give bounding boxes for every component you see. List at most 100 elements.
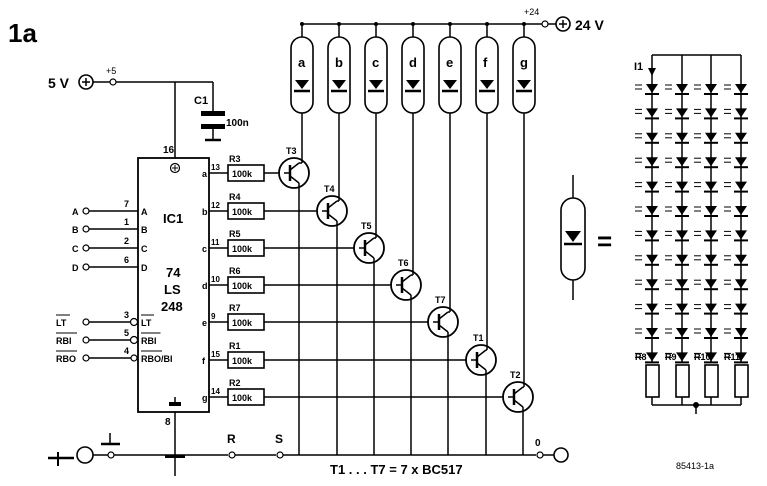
resistor-r8 [645,364,660,398]
ic1-gnd-pin: 8 [165,417,171,428]
output-pin-number: 9 [211,312,216,321]
resistor-value: 100k [232,281,253,291]
transistor-note: T1 . . . T7 = 7 x BC517 [330,462,463,477]
resistor-name: R4 [229,192,241,202]
input-inner-label: LT [141,318,152,328]
input-inner-label: RBI [141,336,157,346]
ic1-vcc-pin: 16 [163,145,175,156]
input-a: A 7A [72,199,148,217]
input-terminal [82,225,90,233]
output-stage-e: e9 100k R7 T7 [202,295,459,455]
resistor-name: R2 [229,378,241,388]
output-pin-number: 14 [211,387,220,396]
ic1-type-2: LS [164,282,181,297]
output-stage-b: b12 100k R4 T4 [202,184,348,455]
input-c: C2C [72,236,148,254]
output-pin-number: 13 [211,163,220,172]
capacitor-c1 [201,111,225,116]
segment-label: c [372,55,379,70]
segment-label: d [409,55,417,70]
matrix-resistor-name: R8 [635,352,647,362]
output-pin-number: 12 [211,201,220,210]
input-signal-label: D [72,263,79,273]
output-pin-number: 11 [211,238,220,247]
figure-label: 1a [8,18,37,48]
segment-f: f [475,22,499,350]
ic1-type-1: 74 [166,265,181,280]
resistor-value: 100k [232,318,253,328]
segment-c: c [364,22,388,238]
supply-5v-label: 5 V [48,75,70,91]
input-pin-number: 5 [124,328,129,338]
input-terminal [82,207,90,215]
input-pin-number: 7 [124,199,129,209]
resistor-name: R7 [229,303,241,313]
segment-g: g [512,22,536,387]
output-seg-label: e [202,318,207,328]
switch-r-terminal [228,451,236,459]
input-b: B1B [72,217,148,235]
input-signal-label: RBI [56,336,72,346]
input-terminal [82,336,90,344]
led-chain-1: R8 [635,55,660,405]
output-pin-number: 15 [211,350,220,359]
segment-a: a [290,22,314,163]
input-d: D 6D [72,255,148,273]
input-signal-label: A [72,207,79,217]
node-5v-label: +5 [106,66,116,76]
transistor-t1 [465,344,497,376]
switch-r-label: R [227,432,236,446]
segment-label: b [335,55,343,70]
matrix-resistor-name: R9 [665,352,677,362]
input-pin-number: 4 [124,346,129,356]
ic1-body [137,157,210,413]
inverting-bubble [129,317,139,327]
transistor-t6 [390,269,422,301]
output-seg-label: g [202,393,208,403]
input-signal-label: RBO [56,354,76,364]
output-seg-label: c [202,244,207,254]
led-chain-4: R11 [724,55,749,405]
transistor-name: T7 [435,295,446,305]
transistor-name: T6 [398,258,409,268]
inverting-bubble [129,335,139,345]
supply-0v-terminal [553,447,569,463]
input-inner-label: D [141,263,148,273]
segment-label: e [446,55,453,70]
input-pin-number: 3 [124,310,129,320]
led-chain-2: R9 [665,55,690,405]
segment-b: b [327,22,351,201]
input-terminal [82,263,90,271]
output-stages: a13100kR3T3b12100kR4T4c11100kR5T5d10100k… [202,146,534,455]
equals-sign: = [597,226,612,256]
input-inner-label: RBO/BI [141,354,173,364]
input-pin-number: 6 [124,255,129,265]
transistor-t4 [316,195,348,227]
output-seg-label: b [202,207,208,217]
ground-left [48,452,74,466]
resistor-value: 100k [232,169,253,179]
transistor-name: T4 [324,184,335,194]
resistor-value: 100k [232,244,253,254]
segment-label: a [298,55,306,70]
segment-label: g [520,55,528,70]
transistor-t7 [427,306,459,338]
input-inner-label: A [141,207,148,217]
transistor-t5 [353,232,385,264]
input-terminal [82,244,90,252]
supply-24v-label: 24 V [575,17,604,33]
resistor-name: R3 [229,154,241,164]
matrix-resistor-name: R11 [724,352,740,362]
node-0-label: 0 [535,438,541,449]
transistor-t3 [278,157,310,189]
output-seg-label: f [202,356,206,366]
transistor-t2 [502,381,534,413]
